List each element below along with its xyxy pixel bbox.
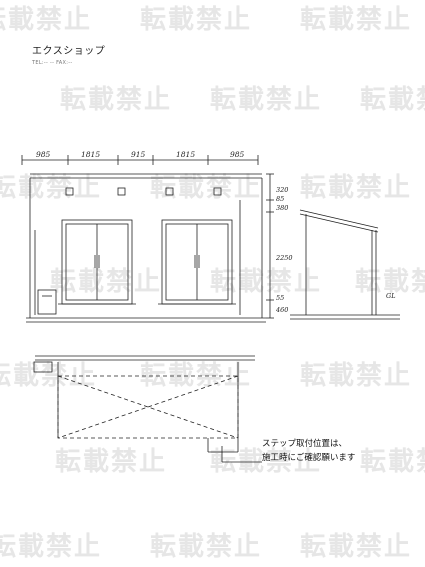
door-unit-left <box>58 219 136 305</box>
watermark-text: 転載禁止 <box>55 447 167 477</box>
dimension-label: 460 <box>275 306 288 314</box>
watermark-text: 転載禁止 <box>210 85 322 115</box>
dimension-label: 85 <box>276 195 284 203</box>
vent-openings <box>65 187 222 196</box>
side-equipment <box>34 200 241 315</box>
watermark-text: 転載禁止 <box>355 267 425 297</box>
header: エクスショップ TEL:-- -- FAX:-- <box>32 42 105 66</box>
shop-name: エクスショップ <box>32 46 106 57</box>
horizontal-dimension-line <box>21 155 259 165</box>
ground-level-marker: GL <box>386 292 396 300</box>
watermark-text: 転載禁止 <box>0 532 102 562</box>
dimension-label: 985 <box>36 150 51 159</box>
dimension-label: 985 <box>230 150 245 159</box>
door-unit-right <box>158 219 236 305</box>
watermark-text: 転載禁止 <box>300 173 412 203</box>
side-elevation <box>290 209 400 320</box>
dimension-label: 915 <box>131 150 146 159</box>
front-wall <box>26 178 266 323</box>
watermark-text: 転載禁止 <box>360 447 425 477</box>
dimension-label: 2250 <box>275 254 293 262</box>
watermark-text: 転載禁止 <box>150 532 262 562</box>
dimension-label: 55 <box>276 294 284 302</box>
dimension-label: 1815 <box>176 150 195 159</box>
dimension-label: 380 <box>276 204 288 212</box>
watermark-text: 転載禁止 <box>300 532 412 562</box>
installation-note-line1: ステップ取付位置は、 <box>262 438 347 449</box>
installation-note-line2: 施工時にご確認願います <box>262 452 355 463</box>
dimension-label: 320 <box>276 186 288 194</box>
dimension-label: 1815 <box>81 150 100 159</box>
watermark-text: 転載禁止 <box>300 5 412 35</box>
watermark-text: 転載禁止 <box>300 361 412 391</box>
plan-view <box>33 355 255 453</box>
watermark-text: 転載禁止 <box>50 267 162 297</box>
vertical-dimension-line <box>266 173 274 319</box>
note-leader-line <box>221 446 262 463</box>
watermark-text: 転載禁止 <box>60 85 172 115</box>
watermark-text: 転載禁止 <box>0 5 92 35</box>
shop-contact: TEL:-- -- FAX:-- <box>32 60 73 66</box>
roof-beam <box>30 173 262 179</box>
watermark-text: 転載禁止 <box>360 85 425 115</box>
watermark-text: 転載禁止 <box>140 5 252 35</box>
